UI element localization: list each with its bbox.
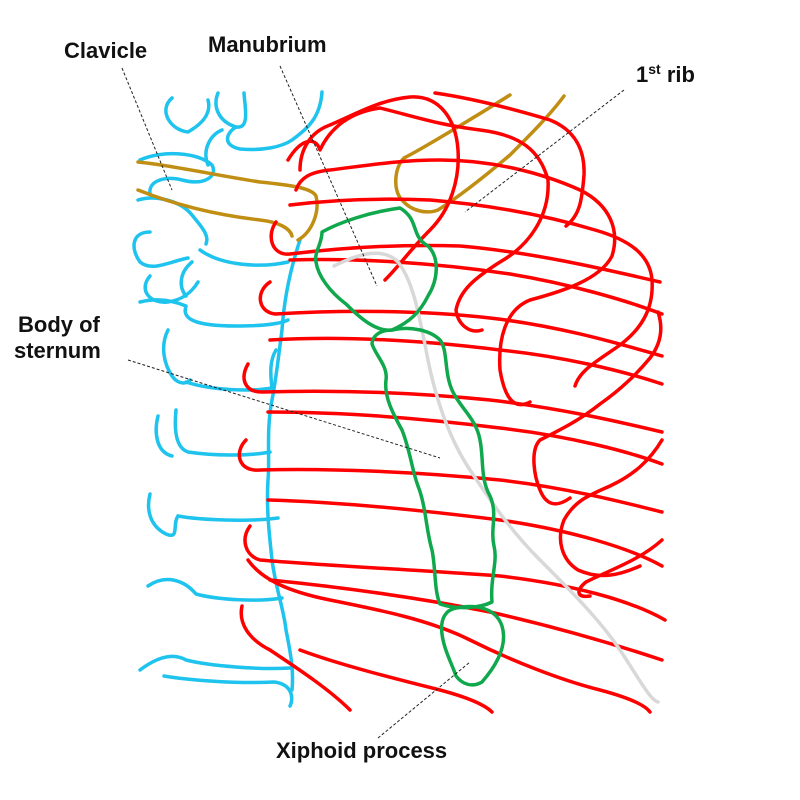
rib-18 <box>239 604 352 712</box>
rib-19 <box>246 558 652 714</box>
rib-21 <box>298 648 494 714</box>
sternum-body-outline <box>370 326 497 610</box>
rib-6 <box>269 220 662 284</box>
clavicle-right <box>394 93 566 214</box>
label-xiphoid-process: Xiphoid process <box>276 738 447 763</box>
rib-3 <box>294 158 617 407</box>
manubrium-leader <box>279 65 378 287</box>
vertebra-13 <box>184 348 278 392</box>
clavicle-left-lower <box>136 188 294 238</box>
rib-9 <box>242 362 664 434</box>
label-manubrium: Manubrium <box>208 32 327 57</box>
rib-15 <box>243 524 667 622</box>
midline-curve <box>332 251 660 704</box>
vertebra-4 <box>138 151 216 196</box>
rib-20 <box>268 578 664 662</box>
label-first-rib-number: 1 <box>636 62 648 87</box>
vertebra-15 <box>173 408 272 457</box>
vertebra-18 <box>146 577 284 602</box>
label-body-of-sternum-line1: Body of <box>18 312 101 337</box>
rib-13 <box>266 410 664 466</box>
rib-4 <box>433 91 586 228</box>
rib-7 <box>258 280 664 358</box>
clavicle-leader <box>121 67 173 191</box>
clavicle <box>136 93 566 242</box>
label-body-of-sternum-line2: sternum <box>14 338 101 363</box>
vertebra-17 <box>176 514 280 522</box>
vertebra-6 <box>136 196 209 246</box>
vertebra-16 <box>146 492 180 538</box>
vertebra-20 <box>162 674 294 708</box>
xiphoid-leader <box>377 661 471 739</box>
sternum <box>313 206 506 687</box>
vertebra-1 <box>214 91 248 129</box>
vertebra-5 <box>204 128 224 167</box>
clavicle-left <box>136 160 319 242</box>
label-first-rib: 1st rib <box>636 61 695 87</box>
vertebral-column <box>132 90 324 708</box>
manubrium-outline <box>313 206 438 332</box>
rib-11 <box>532 310 663 506</box>
vertebra-8 <box>198 248 290 267</box>
vertebra-7 <box>132 230 190 268</box>
vertebra-14 <box>154 414 174 458</box>
label-first-rib-word: rib <box>661 62 695 87</box>
rib-2 <box>286 106 550 333</box>
rib-1 <box>298 95 460 282</box>
spinal-anterior-border <box>265 238 302 692</box>
xiphoid-outline <box>439 604 506 687</box>
vertebra-10 <box>179 260 194 298</box>
label-clavicle: Clavicle <box>64 38 147 63</box>
rib-cage <box>237 91 667 714</box>
vertebra-19 <box>138 654 292 672</box>
rib-10 <box>268 336 664 386</box>
vertebra-11 <box>138 298 290 328</box>
vertebra-2 <box>164 96 211 134</box>
rib-16 <box>266 498 664 568</box>
label-first-rib-superscript: st <box>648 61 661 77</box>
first-rib-leader <box>464 89 625 213</box>
leader-lines <box>121 65 625 739</box>
vertebra-12 <box>161 328 192 385</box>
body-of-sternum-leader <box>127 359 441 459</box>
vertebra-3 <box>225 90 324 152</box>
labels: Clavicle Manubrium 1st rib Body of stern… <box>14 32 695 763</box>
rib-17 <box>577 538 664 599</box>
